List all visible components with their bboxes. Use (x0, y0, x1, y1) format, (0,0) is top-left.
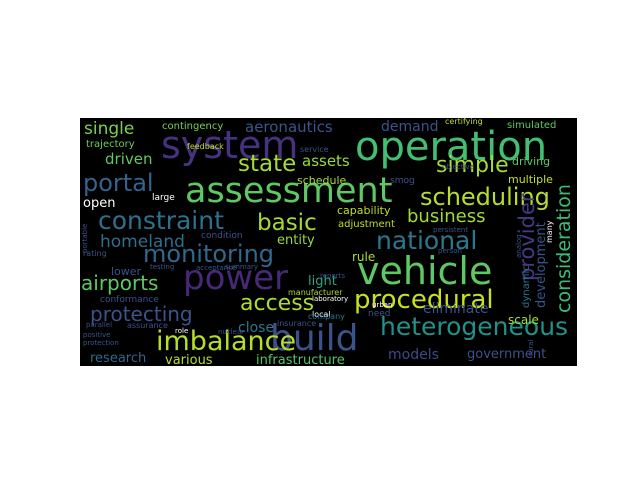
word-company: company (308, 312, 345, 321)
word-local: local (312, 310, 331, 319)
word-heterogeneous: heterogeneous (380, 312, 569, 341)
word-reports: reports (320, 272, 346, 280)
word-operation: operation (355, 124, 548, 170)
word-constraint: constraint (98, 206, 224, 235)
word-entity: entity (277, 233, 315, 248)
word-summary: summary (225, 263, 259, 271)
word-vehicle: vehicle (357, 249, 493, 293)
word-testing: testing (150, 263, 175, 271)
word-national: national (376, 226, 478, 255)
word-adjustment: adjustment (338, 219, 395, 230)
word-driven: driven (105, 150, 153, 168)
word-lower: lower (111, 265, 142, 278)
word-protection: protection (83, 339, 119, 347)
word-simulated: simulated (507, 120, 557, 131)
word-scale: scale (508, 313, 539, 327)
word-portal: portal (83, 169, 154, 197)
word-condition: condition (201, 231, 243, 241)
word-laboratory: laboratory (312, 295, 349, 303)
word-conformance: conformance (100, 295, 159, 305)
word-protecting: protecting (90, 302, 193, 326)
word-certifying: certifying (445, 118, 483, 126)
word-basic: basic (257, 210, 317, 236)
word-service: service (300, 145, 329, 154)
word-persistent: persistent (433, 226, 469, 234)
word-state: state (238, 151, 297, 177)
word-contingency: contingency (162, 121, 224, 132)
word-smog: smog (390, 176, 415, 186)
word-trajectory: trajectory (86, 139, 135, 150)
word-aeronautics: aeronautics (245, 118, 333, 136)
word-models: models (388, 347, 439, 363)
word-large: large (152, 193, 175, 203)
word-open: open (83, 196, 116, 211)
word-light: light (308, 274, 337, 289)
word-rule: rule (352, 250, 376, 264)
word-acceptance: acceptance (196, 264, 237, 272)
word-urban: urban (372, 301, 393, 309)
word-power: power (183, 258, 289, 298)
word-access: access (240, 291, 315, 316)
word-cloud-image: operation assessment system vehicle powe… (80, 118, 577, 366)
word-close: close (238, 320, 275, 336)
word-role: role (175, 327, 189, 335)
word-need: need (368, 309, 391, 319)
word-positive: positive (83, 331, 111, 339)
word-business: business (407, 206, 486, 227)
word-research: research (90, 351, 147, 366)
word-assessment: assessment (185, 171, 393, 211)
word-build: build (270, 318, 359, 359)
word-dynamic: dynamic (521, 265, 532, 308)
word-system: system (161, 123, 299, 167)
word-manufacturer: manufacturer (288, 288, 343, 297)
word-procedural: procedural (354, 285, 494, 315)
word-nuclear: nuclear (218, 328, 245, 336)
word-assets: assets (302, 152, 350, 170)
word-rural: rural (527, 339, 535, 356)
word-government: government (467, 347, 547, 362)
word-analog: analog (515, 234, 523, 258)
word-person: person (438, 247, 462, 255)
word-insurance: insurance (277, 319, 317, 328)
word-monitoring: monitoring (143, 240, 275, 268)
word-single: single (84, 119, 135, 139)
word-demand: demand (381, 119, 439, 135)
word-portable: portable (81, 223, 89, 253)
word-consideration: consideration (553, 184, 575, 313)
word-rating: rating (83, 249, 107, 258)
word-parallel: parallel (86, 321, 113, 329)
word-many: many (545, 220, 554, 244)
word-capability: capability (337, 204, 391, 217)
word-simple: simple (436, 153, 509, 178)
word-homeland: homeland (100, 232, 185, 252)
word-multiple: multiple (508, 173, 553, 186)
word-objective: objective (442, 163, 474, 171)
word-schedule: schedule (297, 174, 347, 187)
word-scheduling: scheduling (420, 183, 550, 211)
word-airports: airports (81, 271, 159, 295)
word-assurance: assurance (127, 321, 168, 330)
word-infrastructure: infrastructure (256, 353, 345, 366)
word-eliminate: eliminate (423, 301, 489, 317)
word-feedback: feedback (187, 142, 224, 151)
word-various: various (165, 353, 213, 366)
word-imbalance: imbalance (156, 326, 297, 357)
word-driving: driving (512, 155, 551, 168)
